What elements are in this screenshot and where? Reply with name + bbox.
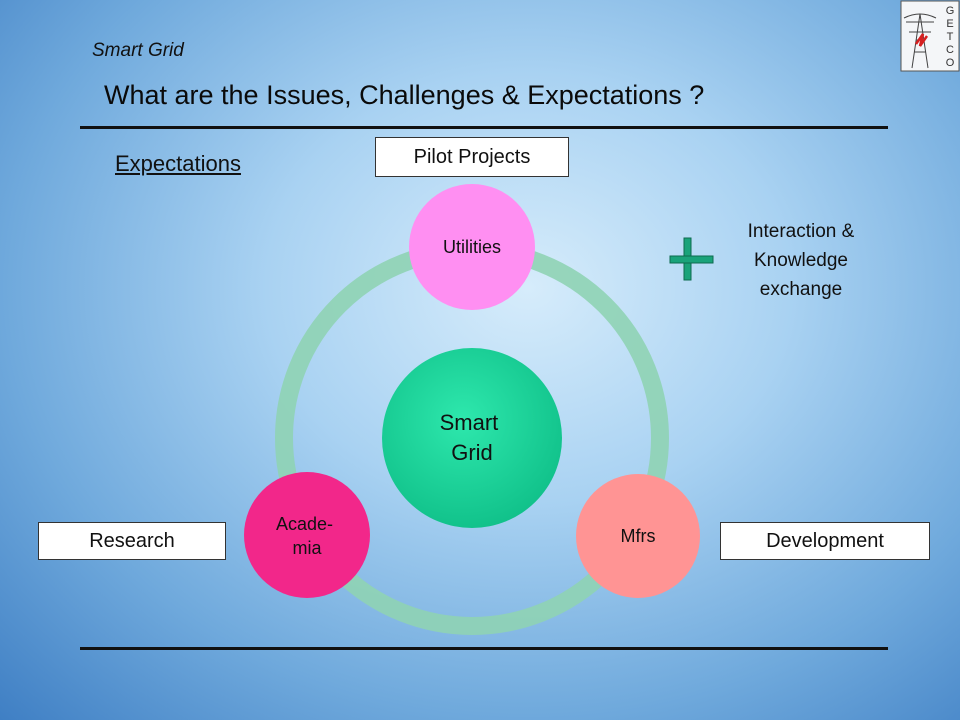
interaction-text: Interaction & Knowledge exchange [722,217,880,304]
center-node-label: Smart Grid [440,410,505,465]
interaction-line: Interaction & [747,221,855,242]
node-academia [244,472,370,598]
interaction-line: Knowledge [753,250,849,271]
title-divider [80,126,888,129]
research-box: Research [38,522,226,560]
node-utilities-label: Utilities [443,237,501,257]
svg-text:C: C [946,44,954,56]
pilot-projects-box: Pilot Projects [375,137,569,177]
node-academia-label: Acade- mia [276,514,338,558]
logo-letters: G E T C O [946,5,955,69]
node-mfrs [576,474,700,598]
svg-text:O: O [946,57,955,69]
svg-text:T: T [947,31,954,43]
section-heading: Expectations [115,151,241,176]
node-mfrs-label: Mfrs [621,526,656,546]
development-box: Development [720,522,930,560]
footer-divider [80,647,888,650]
svg-text:G: G [946,5,955,17]
header-label: Smart Grid [92,40,184,61]
interaction-line: exchange [759,279,843,300]
getco-logo: G E T C O [900,0,960,72]
lightning-icon [914,33,929,47]
svg-text:E: E [946,18,953,30]
node-utilities [409,184,535,310]
plus-icon [669,237,714,281]
page-title: What are the Issues, Challenges & Expect… [104,80,705,110]
center-node [382,348,562,528]
